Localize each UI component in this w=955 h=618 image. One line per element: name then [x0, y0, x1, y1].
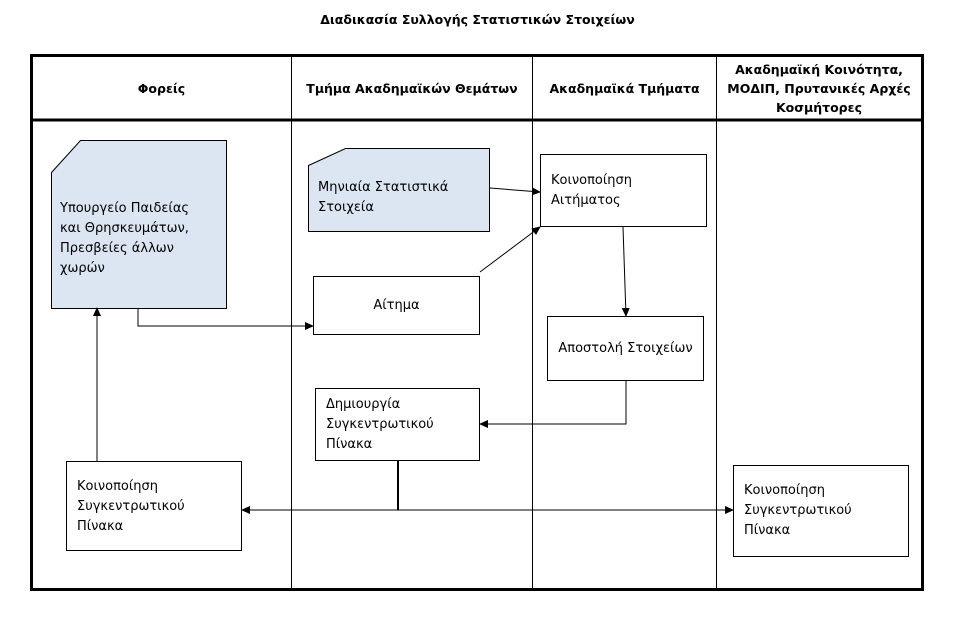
- send-data-label: Αποστολή Στοιχείων: [558, 340, 693, 356]
- notify-table-bodies-label: Κοινοποίηση Συγκεντρωτικού Πίνακα: [77, 479, 185, 534]
- arrow-notify-to-send: [621, 226, 630, 317]
- request-label: Αίτημα: [373, 297, 420, 313]
- notify-table-community-box: [733, 465, 909, 557]
- lane-header-academic-departments: Ακαδημαϊκά Τμήματα: [549, 80, 700, 96]
- monthly-stats-document-shape: [308, 148, 490, 232]
- ministry-label: Υπουργείο Παιδείας και Θρησκευμάτων, Πρε…: [60, 201, 190, 276]
- notify-request-box: [540, 154, 707, 227]
- lane-header-bodies: Φορείς: [137, 80, 186, 96]
- lane-header-academic-community: Ακαδημαϊκή Κοινότητα, ΜΟΔΙΠ, Πρυτανικές …: [727, 61, 911, 115]
- notify-table-bodies-box: [66, 461, 242, 551]
- arrow-request-to-notify: [479, 226, 541, 273]
- create-table-box: [315, 388, 480, 461]
- arrow-send-to-create-table: [479, 381, 627, 428]
- lane-header-academic-affairs: Τμήμα Ακαδημαϊκών Θεμάτων: [306, 80, 518, 96]
- notify-request-label: Κοινοποίηση Αιτήματος: [551, 173, 632, 208]
- request-box: [313, 276, 480, 335]
- ministry-document-shape: [51, 140, 227, 309]
- arrow-monthly-stats-to-notify: [489, 187, 541, 196]
- monthly-stats-label: Μηνιαία Στατιστικά Στοιχεία: [318, 180, 449, 215]
- swimlane-frame: [30, 54, 924, 591]
- arrow-ministry-to-request: [137, 308, 314, 330]
- diagram-title: Διαδικασία Συλλογής Στατιστικών Στοιχείω…: [320, 12, 635, 27]
- send-data-box: [547, 316, 704, 381]
- create-table-label: Δημιουργία Συγκεντρωτικού Πίνακα: [326, 397, 434, 452]
- notify-table-community-label: Κοινοποίηση Συγκεντρωτικού Πίνακα: [744, 483, 852, 538]
